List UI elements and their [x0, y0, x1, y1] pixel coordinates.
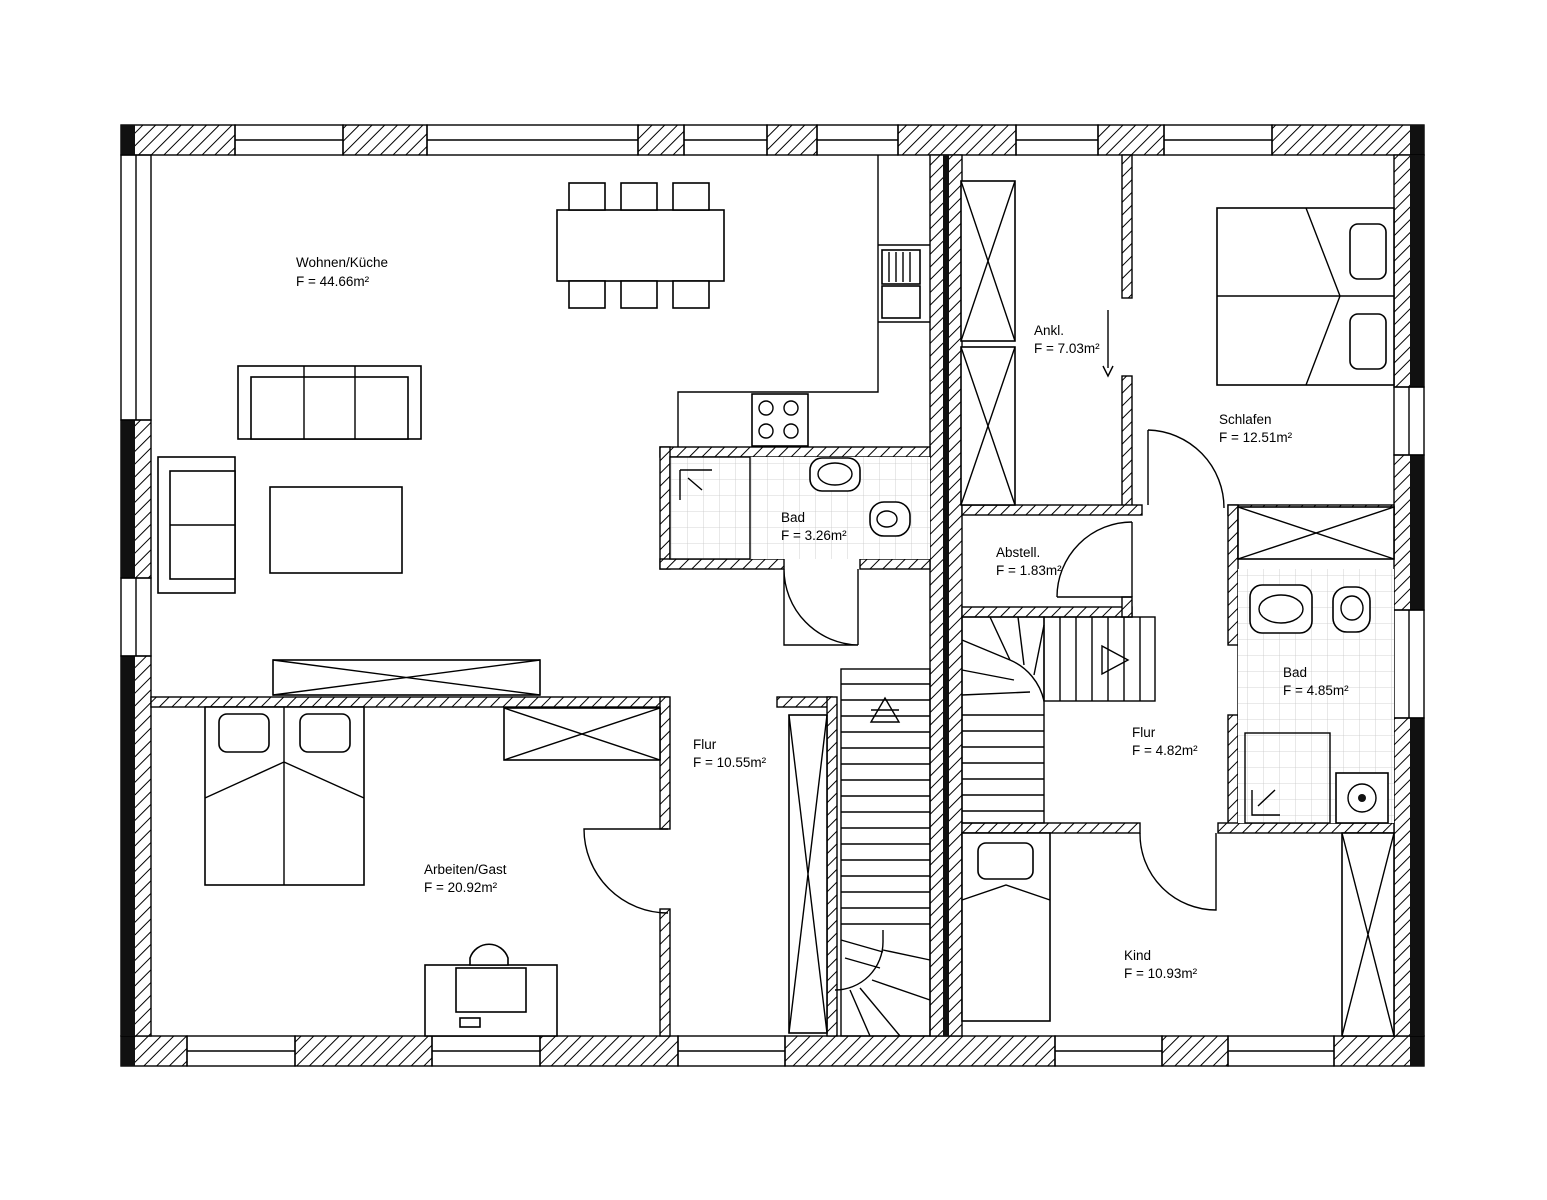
room-wohnen-area: F = 44.66m² [296, 274, 370, 289]
room-bad1-name: Bad [781, 510, 805, 525]
room-flur1-name: Flur [693, 737, 717, 752]
room-flur2-area: F = 4.82m² [1132, 743, 1198, 758]
room-arbeiten-name: Arbeiten/Gast [424, 862, 507, 877]
bathroom-2 [1238, 569, 1394, 824]
room-kind-name: Kind [1124, 948, 1151, 963]
room-bad2-area: F = 4.85m² [1283, 683, 1349, 698]
kids-bed [961, 832, 1051, 1022]
room-kind-area: F = 10.93m² [1124, 966, 1198, 981]
dining-set [556, 182, 725, 309]
room-ankl-area: F = 7.03m² [1034, 341, 1100, 356]
room-wohnen-name: Wohnen/Küche [296, 255, 388, 270]
room-flur2-name: Flur [1132, 725, 1156, 740]
double-bed [1216, 207, 1395, 386]
room-ankl-name: Ankl. [1034, 323, 1064, 338]
room-bad1-area: F = 3.26m² [781, 528, 847, 543]
room-schlafen-area: F = 12.51m² [1219, 430, 1293, 445]
staircase-right [961, 616, 1156, 824]
room-flur1-area: F = 10.55m² [693, 755, 767, 770]
room-labels: Wohnen/Küche F = 44.66m² Bad F = 3.26m² … [296, 255, 1349, 981]
closets [272, 180, 1395, 1037]
room-abstell-area: F = 1.83m² [996, 563, 1062, 578]
kitchen [677, 155, 930, 447]
room-schlafen-name: Schlafen [1219, 412, 1272, 427]
inner-walls [150, 154, 1395, 1037]
room-arbeiten-area: F = 20.92m² [424, 880, 498, 895]
room-abstell-name: Abstell. [996, 545, 1040, 560]
guest-bed [204, 706, 365, 886]
bathroom-1 [669, 456, 930, 560]
sofa [157, 365, 422, 594]
outer-walls [120, 124, 1425, 1067]
room-bad2-name: Bad [1283, 665, 1307, 680]
desk [424, 943, 558, 1037]
coffee-table [269, 486, 403, 574]
staircase-left [834, 668, 931, 1037]
